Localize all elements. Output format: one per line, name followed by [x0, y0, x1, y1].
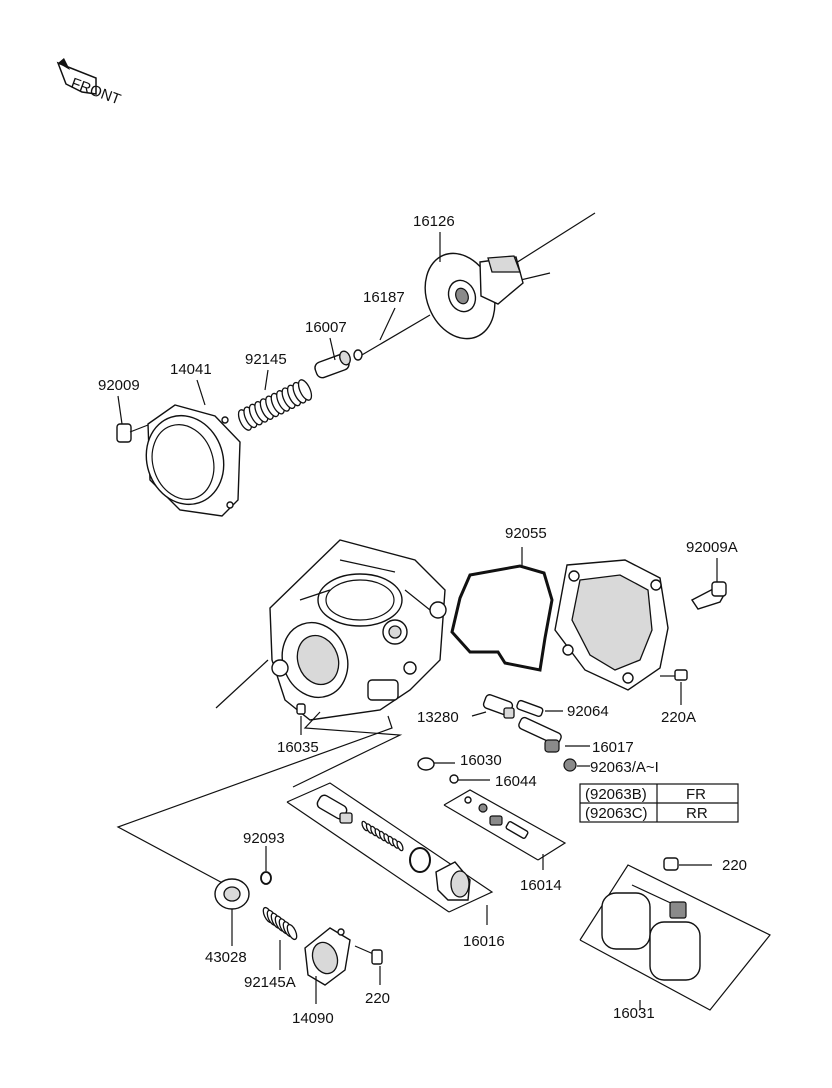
part-label-16007: 16007	[305, 319, 347, 336]
part-92064	[516, 699, 563, 717]
part-label-220bottom: 220	[365, 990, 390, 1007]
part-92145-spring	[237, 379, 313, 431]
part-92063-jet	[563, 758, 590, 772]
part-92009A-screw	[690, 558, 727, 610]
part-label-220A: 220A	[661, 709, 696, 726]
part-label-92009A: 92009A	[686, 539, 738, 556]
part-label-92093: 92093	[243, 830, 285, 847]
part-16014-pilot	[464, 796, 529, 839]
table-pos-2: RR	[686, 805, 708, 822]
part-14090-cover	[304, 927, 351, 1004]
leader-box-43028	[116, 715, 393, 888]
part-92055-gasket	[450, 547, 554, 672]
part-label-92145A: 92145A	[244, 974, 296, 991]
part-label-16126: 16126	[413, 213, 455, 230]
part-13280-jet	[471, 694, 515, 719]
part-label-14041: 14041	[170, 361, 212, 378]
part-16126-diaphragm	[424, 252, 524, 340]
part-carburetor-body	[269, 539, 447, 721]
part-220-screw-top	[663, 857, 712, 871]
part-label-220top: 220	[722, 857, 747, 874]
part-16187-needle	[353, 314, 431, 361]
part-label-92009: 92009	[98, 377, 140, 394]
leader-carb-front	[215, 659, 269, 709]
part-16030	[417, 757, 455, 771]
part-label-16014: 16014	[520, 877, 562, 894]
part-92009-screw	[116, 423, 149, 443]
part-label-16035: 16035	[277, 739, 319, 756]
table-code-1: (92063B)	[585, 786, 647, 803]
part-16031-float	[579, 864, 771, 1011]
part-label-16016: 16016	[463, 933, 505, 950]
leader-box-upper	[292, 711, 403, 788]
part-92145A-spring	[262, 906, 298, 941]
part-label-13280: 13280	[417, 709, 459, 726]
part-label-92064: 92064	[567, 703, 609, 720]
leader-box-16014	[443, 789, 567, 861]
part-label-92145: 92145	[245, 351, 287, 368]
variant-table: (92063B) FR (92063C) RR	[579, 783, 739, 823]
part-16016-plunger	[316, 794, 471, 901]
part-label-16017: 16017	[592, 739, 634, 756]
table-code-2: (92063C)	[585, 805, 648, 822]
part-16035-plug	[296, 703, 306, 735]
part-43028-diaphragm	[214, 878, 250, 946]
part-label-16187: 16187	[363, 289, 405, 306]
part-92093-oring	[260, 846, 272, 885]
front-arrow-icon: FRONT	[56, 58, 123, 108]
part-label-92055: 92055	[505, 525, 547, 542]
table-pos-1: FR	[686, 786, 706, 803]
part-label-14090: 14090	[292, 1010, 334, 1027]
part-220-screw-bottom	[354, 945, 383, 985]
part-16017-emulsion	[518, 716, 590, 753]
part-label-16031: 16031	[613, 1005, 655, 1022]
part-16007-holder	[314, 350, 351, 379]
part-220A-screw	[660, 669, 688, 705]
part-14041-cover	[145, 404, 241, 517]
label-layer: 16126 16187 16007 92145 14041 92009 92055 92009…	[98, 213, 747, 1027]
leader-box-16016	[286, 782, 494, 913]
part-label-16030: 16030	[460, 752, 502, 769]
part-float-bowl	[554, 559, 669, 691]
part-16044	[449, 774, 490, 784]
part-label-43028: 43028	[205, 949, 247, 966]
part-label-92063AI: 92063/A~I	[590, 759, 659, 776]
part-label-16044: 16044	[495, 773, 537, 790]
